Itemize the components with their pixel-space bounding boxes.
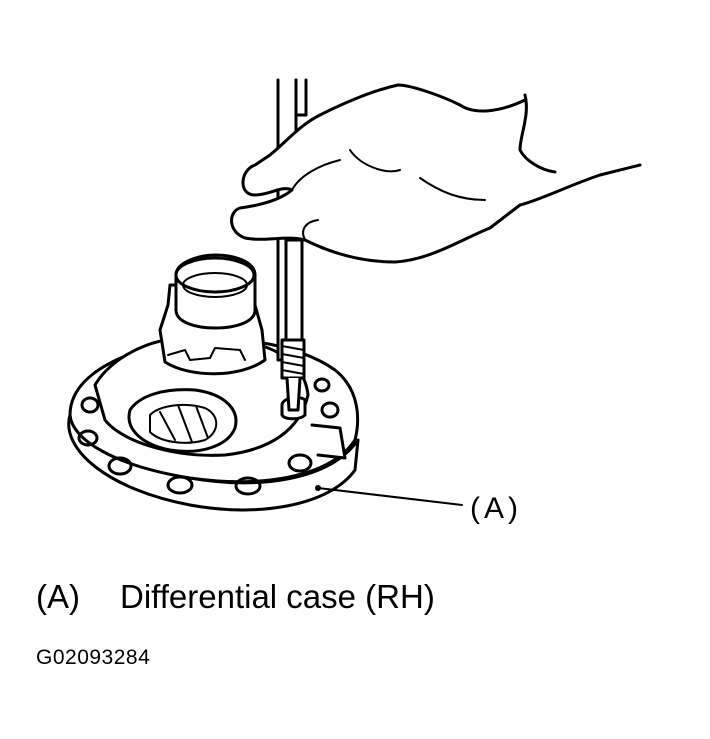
legend-row: (A) Differential case (RH) (36, 578, 435, 616)
callout-leader-line (317, 487, 463, 506)
legend-text: Differential case (RH) (120, 578, 435, 615)
figure-id: G02093284 (36, 646, 151, 669)
hand-illustration (230, 83, 642, 264)
technical-illustration (67, 78, 642, 512)
differential-case-illustration (67, 253, 360, 512)
callout-label-a: (A) (470, 492, 522, 525)
legend-key: (A) (36, 578, 80, 615)
